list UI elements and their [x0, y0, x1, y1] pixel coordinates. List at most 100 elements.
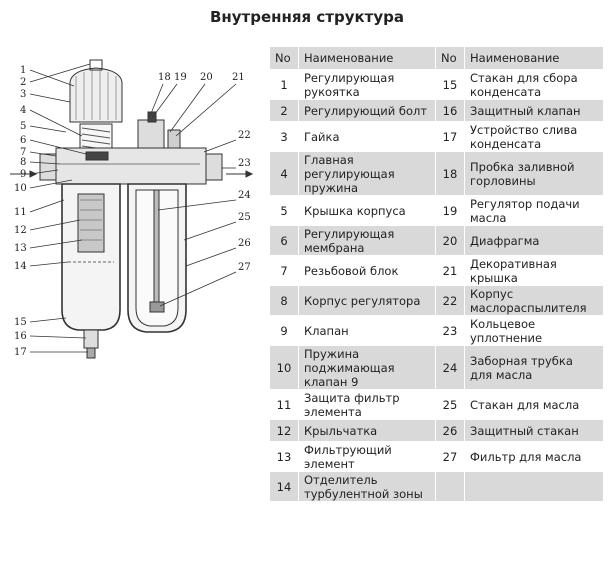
label-13: 13	[14, 243, 27, 254]
part-name: Стакан для масла	[464, 389, 604, 420]
part-number: 8	[269, 285, 299, 316]
part-number: 25	[435, 389, 465, 420]
label-15: 15	[14, 317, 27, 328]
header-name: Наименование	[464, 46, 604, 70]
part-number: 2	[269, 99, 299, 122]
part-number: 21	[435, 255, 465, 286]
part-number: 6	[269, 225, 299, 256]
label-1: 1	[20, 65, 26, 76]
label-26: 26	[238, 238, 251, 249]
header-no: No	[435, 46, 465, 70]
label-21: 21	[232, 72, 245, 83]
part-number: 5	[269, 195, 299, 226]
label-9: 9	[20, 169, 26, 180]
part-name: Защитный клапан	[464, 99, 604, 122]
label-7: 7	[20, 147, 26, 158]
part-number: 9	[269, 315, 299, 346]
part-number: 16	[435, 99, 465, 122]
part-number: 15	[435, 69, 465, 100]
part-name: Декоративная крышка	[464, 255, 604, 286]
part-number: 3	[269, 121, 299, 152]
label-27: 27	[238, 262, 251, 273]
part-number: 17	[435, 121, 465, 152]
part-name: Резьбовой блок	[298, 255, 436, 286]
part-name: Фильтр для масла	[464, 441, 604, 472]
label-16: 16	[14, 331, 27, 342]
part-number: 7	[269, 255, 299, 286]
label-23: 23	[238, 158, 251, 169]
label-25: 25	[238, 212, 251, 223]
label-18: 18	[158, 72, 171, 83]
part-number: 26	[435, 419, 465, 442]
part-name: Кольцевое уплотнение	[464, 315, 604, 346]
part-number: 11	[269, 389, 299, 420]
part-number: 10	[269, 345, 299, 390]
part-number: 13	[269, 441, 299, 472]
part-name: Отделитель турбулентной зоны	[298, 471, 436, 502]
part-name: Устройство слива конденсата	[464, 121, 604, 152]
part-number: 23	[435, 315, 465, 346]
part-name: Корпус регулятора	[298, 285, 436, 316]
part-name: Клапан	[298, 315, 436, 346]
label-11: 11	[14, 207, 27, 218]
part-name: Гайка	[298, 121, 436, 152]
label-22: 22	[238, 130, 251, 141]
part-name	[464, 471, 604, 502]
label-14: 14	[14, 261, 27, 272]
part-name: Пробка заливной горловины	[464, 151, 604, 196]
part-name: Корпус маслораспылителя	[464, 285, 604, 316]
header-no: No	[269, 46, 299, 70]
label-2: 2	[20, 77, 26, 88]
part-number	[435, 471, 465, 502]
part-number: 12	[269, 419, 299, 442]
label-24: 24	[238, 190, 251, 201]
table-header-row: No Наименование No Наименование	[269, 46, 604, 70]
part-name: Пружина поджимающая клапан 9	[298, 345, 436, 390]
label-8: 8	[20, 157, 26, 168]
part-name: Диафрагма	[464, 225, 604, 256]
part-number: 4	[269, 151, 299, 196]
part-number: 27	[435, 441, 465, 472]
label-6: 6	[20, 135, 26, 146]
label-20: 20	[200, 72, 213, 83]
part-name: Регулятор подачи масла	[464, 195, 604, 226]
label-19: 19	[174, 72, 187, 83]
part-number: 19	[435, 195, 465, 226]
part-number: 18	[435, 151, 465, 196]
label-5: 5	[20, 121, 26, 132]
part-name: Стакан для сбора конденсата	[464, 69, 604, 100]
cross-section-diagram: 1 2 3 4 5 6 7 8 9 10 11 12 13 14 15 16 1…	[10, 59, 254, 359]
part-number: 14	[269, 471, 299, 502]
label-17: 17	[14, 347, 27, 358]
part-name: Защита фильтр элемента	[298, 389, 436, 420]
part-number: 24	[435, 345, 465, 390]
part-name: Заборная трубка для масла	[464, 345, 604, 390]
part-number: 20	[435, 225, 465, 256]
part-name: Крыльчатка	[298, 419, 436, 442]
part-name: Защитный стакан	[464, 419, 604, 442]
label-12: 12	[14, 225, 27, 236]
part-name: Крышка корпуса	[298, 195, 436, 226]
part-name: Главная регулирующая пружина	[298, 151, 436, 196]
part-number: 1	[269, 69, 299, 100]
part-name: Регулирующий болт	[298, 99, 436, 122]
page-title: Внутренняя структура	[209, 8, 404, 26]
part-number: 22	[435, 285, 465, 316]
header-name: Наименование	[298, 46, 436, 70]
